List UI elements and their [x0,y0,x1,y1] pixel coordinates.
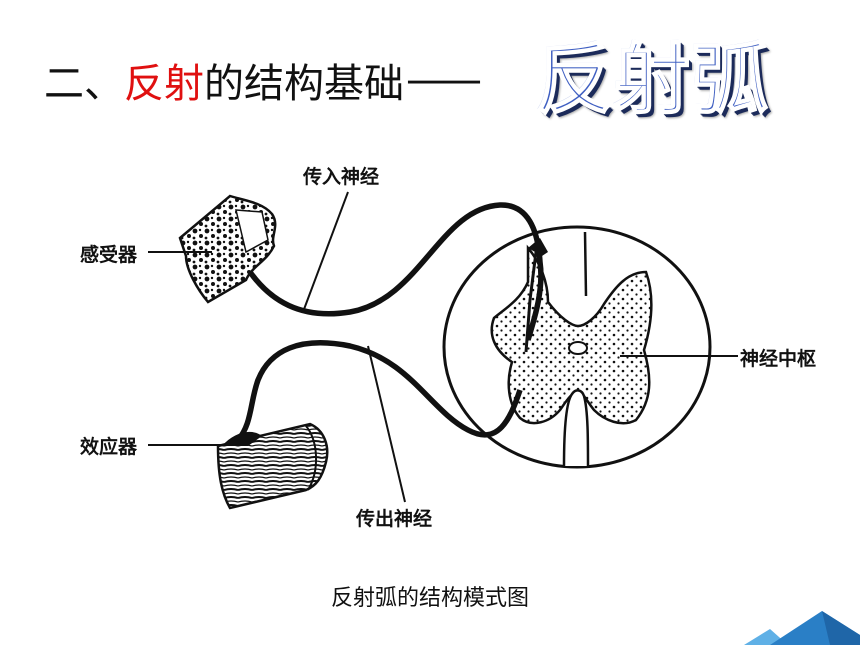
heading-dash: —— [406,57,482,103]
afferent-nerve [247,202,544,341]
label-nerve-center: 神经中枢 [740,348,817,370]
heading-highlight: 反射 [124,61,204,107]
efferent-nerve [235,340,523,442]
label-receptor: 感受器 [80,244,138,266]
figure-caption: 反射弧的结构模式图 [330,586,529,611]
corner-mountain-decoration [744,611,860,645]
reflex-arc-diagram: 传入神经 感受器 神经中枢 效应器 传出神经 [0,140,860,560]
effector-organ [216,422,329,510]
receptor-organ [178,194,277,304]
reflex-arc-illustration [148,191,738,510]
heading-prefix: 二、 [44,61,124,107]
label-efferent-nerve: 传出神经 [356,508,433,530]
wordart-title: 反射弧 [535,34,770,125]
label-afferent-nerve: 传入神经 [303,166,380,188]
spinal-cord-section [442,225,712,469]
slide-heading: 二、 反射 的结构基础 —— [44,52,482,108]
heading-suffix: 的结构基础 [204,61,404,107]
label-effector: 效应器 [80,436,138,458]
